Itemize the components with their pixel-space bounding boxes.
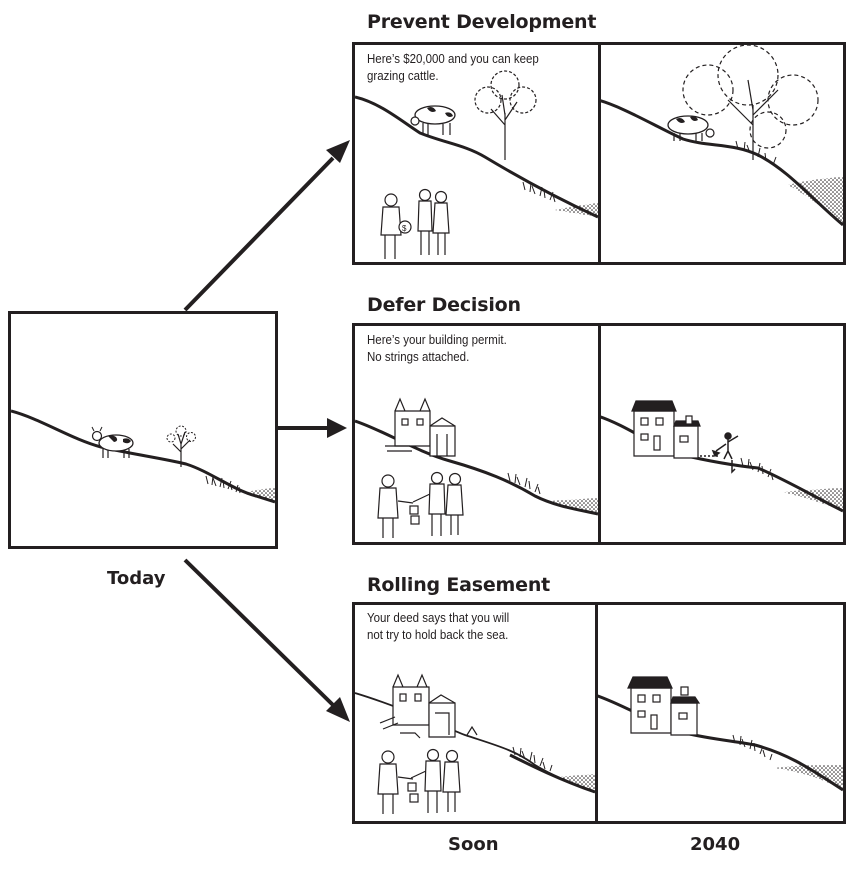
svg-text:$: $: [402, 224, 407, 233]
heading-defer-decision: Defer Decision: [367, 294, 521, 316]
hillside-line: [11, 409, 275, 504]
arrow-to-prevent-development: [183, 140, 350, 312]
finished-house-icon: [627, 676, 701, 736]
tree-icon: [474, 70, 537, 160]
heading-rolling-easement: Rolling Easement: [367, 574, 551, 596]
scene-2040-rolling: [595, 676, 843, 792]
grazing-cow-icon: [410, 105, 456, 135]
officials-with-money-bag-icon: $: [380, 188, 450, 259]
marsh-grass-icon: [507, 472, 541, 495]
marsh-grass-icon: [205, 475, 241, 494]
marsh-grass-icon: [522, 181, 556, 203]
scenario-rolling-easement: Your deed says that you will not try to …: [352, 602, 846, 824]
scene-2040-defer: [598, 400, 843, 513]
scene-soon-prevent: $: [355, 70, 598, 259]
finished-house-icon: [631, 400, 701, 459]
caption-prevent-development: Here’s $20,000 and you can keep grazing …: [367, 51, 539, 85]
officials-shaking-hands-icon: [377, 471, 464, 538]
shore-stipple: [243, 488, 275, 502]
caption-line: No strings attached.: [367, 350, 470, 364]
scene-soon-rolling: [355, 673, 595, 814]
shore-stipple: [555, 203, 598, 217]
heading-prevent-development: Prevent Development: [367, 11, 597, 33]
hillside-line: [598, 98, 843, 227]
caption-line: not try to hold back the sea.: [367, 628, 509, 642]
today-scene: [11, 409, 275, 504]
marsh-grass-icon: [732, 734, 773, 761]
caption-rolling-easement: Your deed says that you will not try to …: [367, 610, 509, 644]
caption-defer-decision: Here’s your building permit. No strings …: [367, 332, 507, 366]
marsh-grass-icon: [512, 746, 553, 772]
scenario-defer-decision: Here’s your building permit. No strings …: [352, 323, 846, 545]
timeline-label-2040: 2040: [690, 834, 741, 855]
cow-icon: [91, 426, 134, 458]
house-under-construction-icon: [385, 397, 456, 457]
marsh-grass-icon: [740, 457, 774, 481]
seawall-icon: [731, 460, 736, 474]
grazing-cow-icon: [667, 115, 715, 141]
timeline-label-soon: Soon: [448, 834, 499, 855]
panel-2040-defer-decision: [598, 326, 843, 542]
arrow-to-rolling-easement: [183, 558, 350, 722]
officials-shaking-hands-icon: [377, 748, 461, 814]
scenario-prevent-development: Here’s $20,000 and you can keep grazing …: [352, 42, 846, 265]
shore-stipple: [550, 498, 598, 514]
panel-soon-defer-decision: Here’s your building permit. No strings …: [355, 326, 601, 542]
shore-stipple: [775, 765, 843, 790]
scene-soon-defer: [355, 397, 598, 538]
panel-2040-rolling-easement: [595, 605, 843, 821]
shore-stipple: [788, 177, 843, 225]
panel-2040-prevent-development: [598, 45, 843, 262]
caption-line: Your deed says that you will: [367, 611, 510, 625]
house-under-construction-icon: [379, 673, 478, 739]
panel-soon-prevent-development: Here’s $20,000 and you can keep grazing …: [355, 45, 601, 262]
caption-line: grazing cattle.: [367, 69, 439, 83]
person-shoveling-icon: [700, 432, 739, 460]
scene-2040-prevent: [598, 45, 843, 227]
caption-line: Here’s your building permit.: [367, 333, 507, 347]
today-label: Today: [107, 568, 166, 589]
panel-soon-rolling-easement: Your deed says that you will not try to …: [355, 605, 598, 821]
caption-line: Here’s $20,000 and you can keep: [367, 52, 539, 66]
large-tree-icon: [682, 45, 819, 160]
marsh-grass-icon: [735, 140, 777, 166]
arrow-to-defer-decision: [278, 418, 347, 438]
shore-stipple: [555, 774, 595, 792]
shore-stipple: [783, 488, 843, 511]
today-panel: [8, 311, 278, 549]
small-tree-icon: [166, 425, 196, 467]
